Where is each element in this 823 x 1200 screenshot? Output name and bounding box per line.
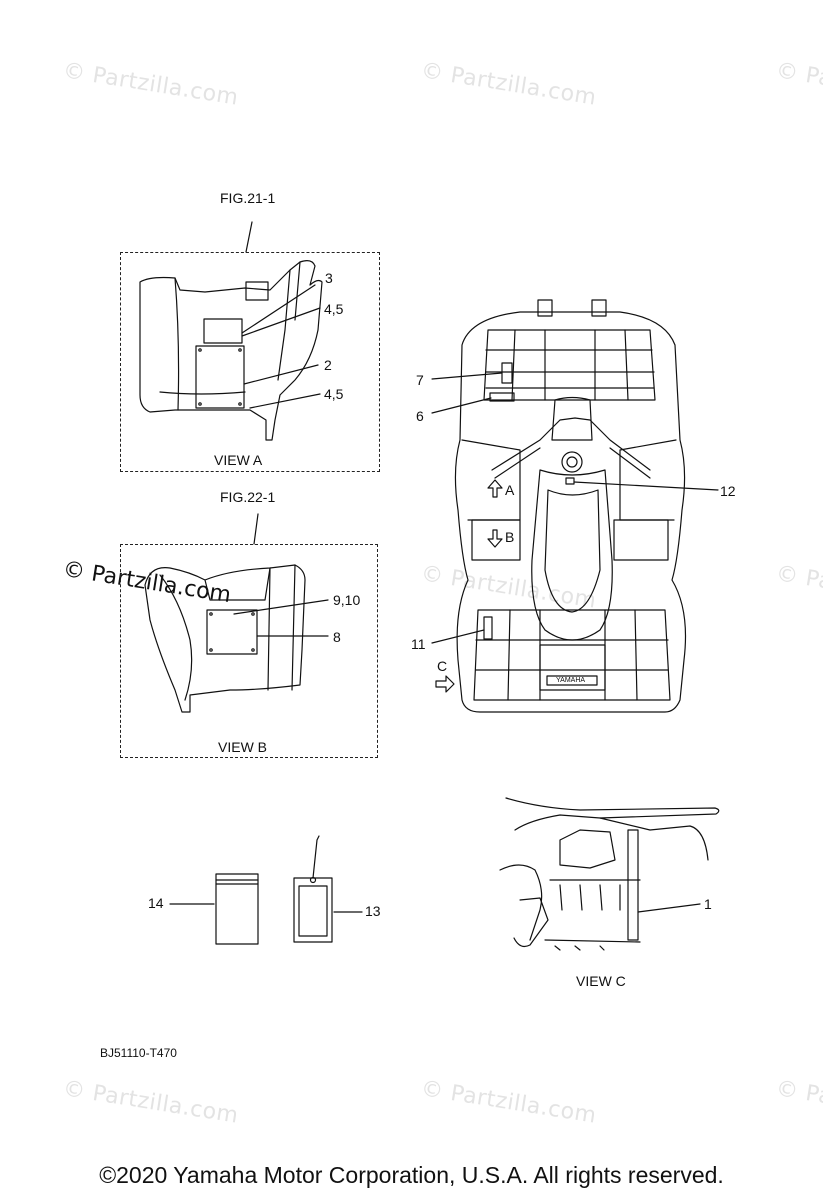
callout-14[interactable]: 14 (148, 895, 164, 911)
view-a-box (120, 252, 380, 472)
atv-top-view-drawing (431, 299, 719, 713)
diagram-code: BJ51110-T470 (100, 1046, 177, 1060)
callout-2[interactable]: 2 (324, 357, 332, 373)
view-marker-a: A (505, 482, 515, 498)
view-marker-b: B (505, 529, 515, 545)
arrow-up-icon (487, 479, 503, 498)
callout-3[interactable]: 3 (325, 270, 333, 286)
fig-21-1-label: FIG.21-1 (220, 190, 276, 206)
callout-4-5-upper[interactable]: 4,5 (324, 301, 344, 317)
view-b-caption: VIEW B (218, 739, 268, 755)
copyright-footer: ©2020 Yamaha Motor Corporation, U.S.A. A… (99, 1162, 724, 1188)
callout-13[interactable]: 13 (365, 903, 381, 919)
view-c-caption: VIEW C (576, 973, 626, 989)
view-a-caption: VIEW A (214, 452, 263, 468)
view-marker-c: C (437, 658, 448, 674)
tag-and-manual-drawing (169, 835, 363, 945)
arrow-right-icon (435, 675, 455, 693)
callout-6[interactable]: 6 (416, 408, 424, 424)
callout-1[interactable]: 1 (704, 896, 712, 912)
callout-4-5-lower[interactable]: 4,5 (324, 386, 344, 402)
view-c-drawing (499, 797, 720, 951)
arrow-down-icon (487, 529, 503, 548)
view-a-fender-drawing (139, 221, 323, 441)
view-b-box (120, 544, 378, 758)
callout-11[interactable]: 11 (411, 636, 426, 652)
yamaha-logo-text: YAMAHA (556, 677, 586, 684)
view-b-fender-drawing (144, 513, 329, 713)
callout-7[interactable]: 7 (416, 372, 424, 388)
callout-12[interactable]: 12 (720, 483, 736, 499)
fig-22-1-label: FIG.22-1 (220, 489, 276, 505)
callout-8[interactable]: 8 (333, 629, 341, 645)
callout-9-10[interactable]: 9,10 (333, 592, 361, 608)
